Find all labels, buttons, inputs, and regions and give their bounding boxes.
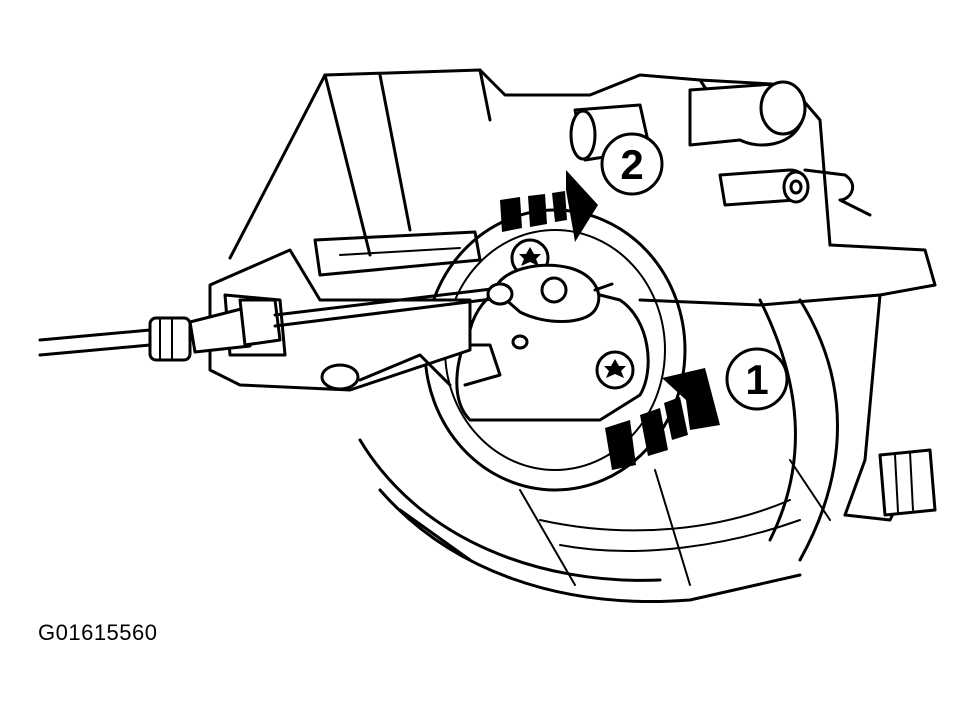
shift-lever bbox=[486, 263, 614, 323]
callout-2-number: 2 bbox=[620, 141, 643, 188]
movement-arrow-2 bbox=[500, 170, 598, 242]
movement-arrow-1 bbox=[605, 368, 720, 470]
pipe-fittings bbox=[569, 80, 872, 217]
cable-bracket bbox=[208, 230, 482, 392]
callout-2: 2 bbox=[600, 132, 664, 196]
shift-cable bbox=[38, 286, 502, 362]
torx-bolt-lower bbox=[595, 350, 635, 390]
callout-1-number: 1 bbox=[745, 356, 768, 403]
figure-id-label: G01615560 bbox=[38, 620, 158, 645]
callout-1: 1 bbox=[725, 347, 789, 411]
mount-bushing bbox=[878, 448, 937, 517]
